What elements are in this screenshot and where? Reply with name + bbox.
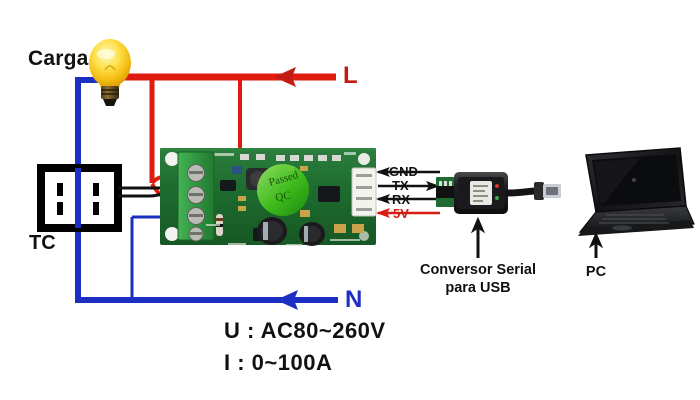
pin-label-5v: 5V [393,206,409,221]
converter-caption: Conversor Serial para USB [406,262,550,297]
laptop-pc [578,147,695,236]
svg-text:QC: QC [274,189,291,203]
converter-caption-line1: Conversor Serial [419,262,537,278]
pin-label-gnd: GND [389,164,418,179]
serial-header-connector [351,167,377,217]
usb-serial-adapter [436,172,561,214]
signal-wires [376,167,440,218]
ct-label: TC [29,232,56,254]
qc-passed-sticker: Passed QC [257,164,309,216]
energy-meter-board: Passed QC [160,148,377,246]
spec-current: I : 0~100A [224,350,333,375]
live-arrow-icon [274,67,296,87]
load-lamp-icon [89,39,131,106]
neutral-label: N [345,286,363,313]
caption-arrows [470,216,604,258]
spec-voltage: U : AC80~260V [224,318,386,343]
pin-label-tx: TX [392,178,409,193]
screw-terminal-block [177,151,215,242]
converter-caption-line2: para USB [445,279,511,296]
load-label: Carga [28,47,89,70]
live-label: L [343,62,358,89]
pin-label-rx: RX [392,192,411,207]
pc-caption: PC [585,264,607,280]
current-transformer [37,164,122,232]
neutral-arrow-icon [276,290,298,310]
